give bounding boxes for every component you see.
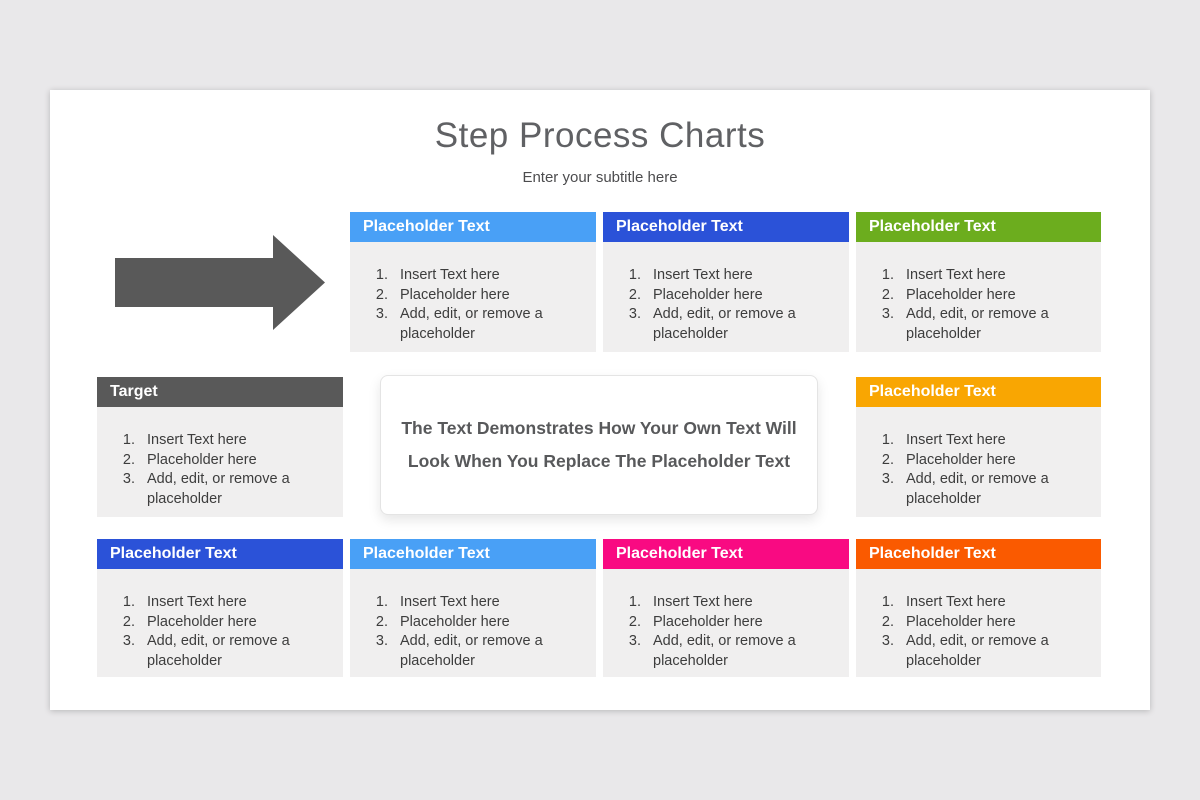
box-list: Insert Text here Placeholder here Add, e…: [868, 431, 1091, 509]
box-header: Placeholder Text: [97, 539, 343, 569]
box-list: Insert Text here Placeholder here Add, e…: [109, 593, 333, 671]
page-subtitle: Enter your subtitle here: [522, 169, 678, 186]
list-item: Add, edit, or remove a placeholder: [392, 305, 586, 344]
list-item: Placeholder here: [898, 286, 1091, 306]
page-title: Step Process Charts: [434, 116, 766, 155]
list-item: Insert Text here: [139, 431, 333, 451]
box-list: Insert Text here Placeholder here Add, e…: [362, 266, 586, 344]
list-item: Placeholder here: [139, 451, 333, 471]
box-list: Insert Text here Placeholder here Add, e…: [362, 593, 586, 671]
box-header-label: Placeholder Text: [616, 545, 743, 562]
box-body: Insert Text here Placeholder here Add, e…: [856, 242, 1101, 352]
demo-text-line-2: Look When You Replace The Placeholder Te…: [407, 451, 791, 471]
list-item: Insert Text here: [139, 593, 333, 613]
list-item: Placeholder here: [898, 451, 1091, 471]
process-box-4: Placeholder Text Insert Text here Placeh…: [856, 377, 1101, 517]
right-arrow-shape: [115, 235, 325, 330]
box-header: Placeholder Text: [856, 539, 1101, 569]
list-item: Add, edit, or remove a placeholder: [139, 470, 333, 509]
box-header-label: Placeholder Text: [869, 383, 996, 400]
list-item: Placeholder here: [645, 613, 839, 633]
demo-text-card: The Text Demonstrates How Your Own Text …: [380, 375, 818, 515]
box-body: Insert Text here Placeholder here Add, e…: [856, 569, 1101, 677]
list-item: Add, edit, or remove a placeholder: [392, 632, 586, 671]
box-list: Insert Text here Placeholder here Add, e…: [109, 431, 333, 509]
box-body: Insert Text here Placeholder here Add, e…: [350, 242, 596, 352]
list-item: Insert Text here: [645, 593, 839, 613]
box-header: Placeholder Text: [603, 212, 849, 242]
target-box: Target Insert Text here Placeholder here…: [97, 377, 343, 517]
list-item: Add, edit, or remove a placeholder: [139, 632, 333, 671]
box-header-label: Placeholder Text: [869, 545, 996, 562]
box-header-label: Placeholder Text: [363, 545, 490, 562]
box-header: Target: [97, 377, 343, 407]
list-item: Insert Text here: [392, 266, 586, 286]
list-item: Placeholder here: [898, 613, 1091, 633]
box-header-label: Placeholder Text: [363, 218, 490, 235]
box-body: Insert Text here Placeholder here Add, e…: [603, 242, 849, 352]
box-body: Insert Text here Placeholder here Add, e…: [350, 569, 596, 677]
list-item: Insert Text here: [898, 266, 1091, 286]
list-item: Placeholder here: [392, 613, 586, 633]
box-header: Placeholder Text: [350, 539, 596, 569]
list-item: Add, edit, or remove a placeholder: [898, 632, 1091, 671]
process-box-2: Placeholder Text Insert Text here Placeh…: [603, 212, 849, 352]
list-item: Insert Text here: [898, 431, 1091, 451]
list-item: Placeholder here: [645, 286, 839, 306]
slide-canvas: Step Process Charts Enter your subtitle …: [50, 90, 1150, 710]
right-arrow-icon: [115, 235, 325, 330]
process-box-7: Placeholder Text Insert Text here Placeh…: [603, 539, 849, 677]
process-box-8: Placeholder Text Insert Text here Placeh…: [856, 539, 1101, 677]
box-body: Insert Text here Placeholder here Add, e…: [603, 569, 849, 677]
box-body: Insert Text here Placeholder here Add, e…: [856, 407, 1101, 517]
box-header-label: Target: [110, 383, 158, 400]
list-item: Insert Text here: [392, 593, 586, 613]
box-list: Insert Text here Placeholder here Add, e…: [868, 266, 1091, 344]
box-body: Insert Text here Placeholder here Add, e…: [97, 407, 343, 517]
box-header-label: Placeholder Text: [616, 218, 743, 235]
list-item: Insert Text here: [898, 593, 1091, 613]
process-box-3: Placeholder Text Insert Text here Placeh…: [856, 212, 1101, 352]
box-header-label: Placeholder Text: [110, 545, 237, 562]
list-item: Add, edit, or remove a placeholder: [645, 305, 839, 344]
list-item: Insert Text here: [645, 266, 839, 286]
box-header: Placeholder Text: [350, 212, 596, 242]
box-body: Insert Text here Placeholder here Add, e…: [97, 569, 343, 677]
box-header: Placeholder Text: [856, 377, 1101, 407]
list-item: Add, edit, or remove a placeholder: [898, 305, 1091, 344]
box-header: Placeholder Text: [856, 212, 1101, 242]
demo-text-line-1: The Text Demonstrates How Your Own Text …: [401, 418, 797, 438]
process-box-5: Placeholder Text Insert Text here Placeh…: [97, 539, 343, 677]
list-item: Add, edit, or remove a placeholder: [898, 470, 1091, 509]
box-list: Insert Text here Placeholder here Add, e…: [615, 266, 839, 344]
box-list: Insert Text here Placeholder here Add, e…: [868, 593, 1091, 671]
box-header: Placeholder Text: [603, 539, 849, 569]
list-item: Placeholder here: [392, 286, 586, 306]
process-box-1: Placeholder Text Insert Text here Placeh…: [350, 212, 596, 352]
process-box-6: Placeholder Text Insert Text here Placeh…: [350, 539, 596, 677]
box-header-label: Placeholder Text: [869, 218, 996, 235]
list-item: Add, edit, or remove a placeholder: [645, 632, 839, 671]
list-item: Placeholder here: [139, 613, 333, 633]
box-list: Insert Text here Placeholder here Add, e…: [615, 593, 839, 671]
